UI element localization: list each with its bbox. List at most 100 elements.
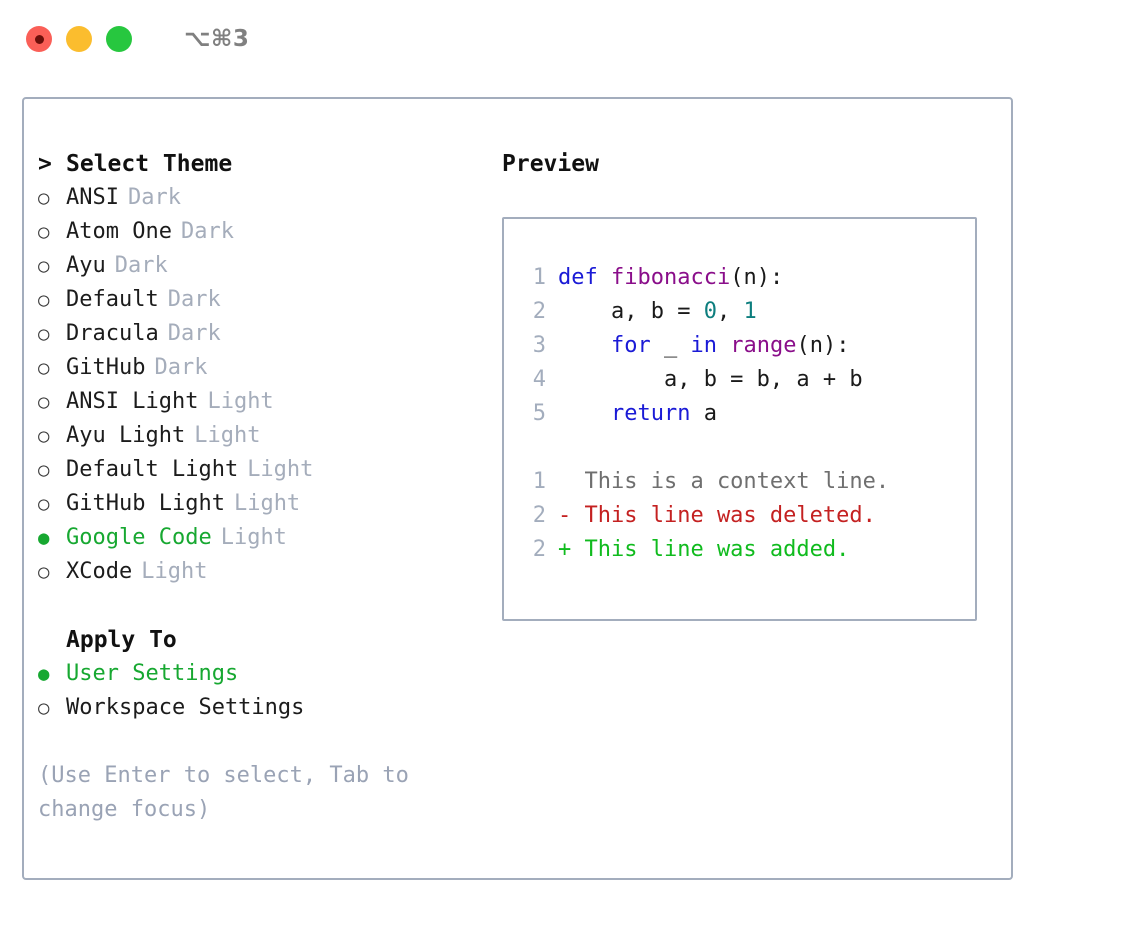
maximize-button[interactable] (106, 26, 132, 52)
radio-unselected-icon: ○ (38, 459, 50, 481)
theme-option-github-light[interactable]: ○ GitHub Light Light (38, 487, 498, 521)
code-token: (n): (796, 333, 850, 358)
preview-spacer (520, 431, 975, 465)
code-line: 3 for _ in range(n): (520, 329, 975, 363)
apply-to-list: ● User Settings ○ Workspace Settings (38, 657, 498, 725)
keyboard-shortcut-label: ⌥⌘3 (184, 26, 250, 52)
code-line-number: 5 (532, 401, 546, 426)
theme-option-kind: Light (233, 491, 301, 516)
diff-line-text: This is a context line. (558, 469, 890, 494)
theme-option-name: GitHub (66, 355, 146, 380)
code-token: in (690, 333, 717, 358)
code-token: 0 (703, 299, 717, 324)
radio-unselected-icon: ○ (38, 357, 50, 379)
apply-option-name: Workspace Settings (66, 695, 305, 720)
code-token: , (716, 299, 744, 324)
apply-caret-spacer: > (38, 623, 66, 657)
close-button[interactable] (26, 26, 52, 52)
radio-selected-icon: ● (38, 527, 50, 549)
diff-line-number: 2 (532, 503, 546, 528)
code-token (717, 333, 730, 358)
theme-option-default-light[interactable]: ○ Default Light Light (38, 453, 498, 487)
code-token: _ (650, 333, 691, 358)
radio-unselected-icon: ○ (38, 697, 50, 719)
code-token: range (730, 333, 797, 358)
theme-option-kind: Light (247, 457, 314, 482)
code-line-number: 4 (532, 367, 546, 392)
code-line: 2 a, b = 0, 1 (520, 295, 975, 329)
code-line-text: a, b = b, a + b (558, 363, 863, 397)
code-token: a, b = (558, 299, 704, 324)
theme-option-kind: Light (141, 559, 208, 584)
theme-option-name: Default (66, 287, 159, 312)
diff-line: 2+ This line was added. (520, 533, 975, 567)
diff-line-number: 1 (532, 469, 546, 494)
theme-option-name: Ayu Light (66, 423, 186, 448)
title-bar: ⌥⌘3 (0, 0, 1140, 78)
theme-option-name: XCode (66, 559, 133, 584)
theme-option-name: Google Code (66, 525, 212, 550)
theme-option-kind: Light (207, 389, 274, 414)
apply-to-block: > Apply To ● User Settings ○ Workspace Sett… (38, 623, 498, 725)
code-token: return (610, 401, 691, 426)
apply-to-label: Apply To (66, 627, 177, 653)
theme-option-kind: Dark (167, 321, 221, 346)
code-token: fibonacci (610, 265, 731, 290)
theme-option-dracula[interactable]: ○ Dracula Dark (38, 317, 498, 351)
code-token (558, 333, 611, 358)
code-line-text: a, b = 0, 1 (558, 295, 757, 329)
code-token: for (610, 333, 651, 358)
code-line-number: 1 (532, 265, 546, 290)
preview-heading: Preview (502, 151, 599, 177)
window-controls (26, 26, 132, 52)
code-line-text: for _ in range(n): (558, 329, 849, 363)
theme-option-kind: Dark (154, 355, 208, 380)
keyboard-hint: (Use Enter to select, Tab to change focu… (38, 763, 409, 822)
theme-option-name: Default Light (66, 457, 239, 482)
diff-sample: 1 This is a context line. 2 - This line wa… (520, 465, 975, 567)
diff-line: 1 This is a context line. (520, 465, 975, 499)
code-token: 1 (743, 299, 757, 324)
select-theme-heading: > Select Theme (38, 147, 498, 181)
diff-line-text: + This line was added. (558, 537, 850, 562)
theme-option-name: Dracula (66, 321, 159, 346)
code-line-text: return a (558, 397, 717, 431)
code-line: 4 a, b = b, a + b (520, 363, 975, 397)
apply-option-user-settings[interactable]: ● User Settings (38, 657, 498, 691)
apply-option-name: User Settings (66, 661, 239, 686)
theme-option-name: GitHub Light (66, 491, 225, 516)
code-line: 5 return a (520, 397, 975, 431)
radio-unselected-icon: ○ (38, 255, 50, 277)
focus-caret-icon: > (38, 151, 52, 177)
theme-option-name: ANSI (66, 185, 119, 210)
radio-unselected-icon: ○ (38, 391, 50, 413)
apply-option-workspace-settings[interactable]: ○ Workspace Settings (38, 691, 498, 725)
minimize-button[interactable] (66, 26, 92, 52)
radio-unselected-icon: ○ (38, 493, 50, 515)
code-token (558, 401, 611, 426)
select-theme-label: Select Theme (66, 151, 233, 177)
theme-option-github[interactable]: ○ GitHub Dark (38, 351, 498, 385)
radio-unselected-icon: ○ (38, 425, 50, 447)
apply-to-heading: > Apply To (38, 623, 498, 657)
radio-selected-icon: ● (38, 663, 50, 685)
radio-unselected-icon: ○ (38, 323, 50, 345)
code-line-number: 2 (532, 299, 546, 324)
theme-option-kind: Dark (180, 219, 234, 244)
diff-line-text: - This line was deleted. (558, 503, 876, 528)
